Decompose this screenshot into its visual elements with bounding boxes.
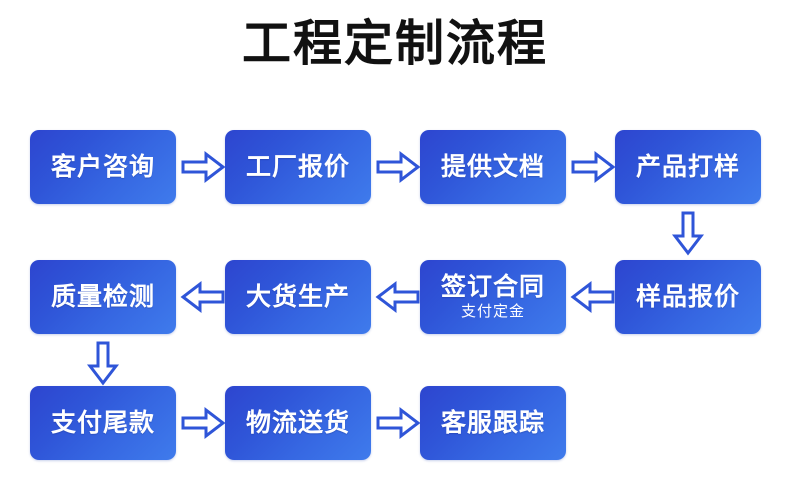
flow-row-3: 支付尾款 物流送货 客服跟踪: [0, 386, 790, 460]
node-logistics-delivery[interactable]: 物流送货: [225, 386, 371, 460]
node-customer-service[interactable]: 客服跟踪: [420, 386, 566, 460]
node-label-main: 产品打样: [635, 153, 740, 181]
node-label-main: 大货生产: [245, 283, 350, 311]
node-label-sub: 支付定金: [460, 302, 525, 320]
node-label-main: 客户咨询: [50, 153, 155, 181]
flow-row-1: 客户咨询 工厂报价 提供文档 产品打样: [0, 130, 790, 204]
node-pay-balance[interactable]: 支付尾款: [30, 386, 176, 460]
node-product-sampling[interactable]: 产品打样: [615, 130, 761, 204]
arrow-right-icon: [180, 406, 226, 440]
arrow-right-icon: [375, 406, 421, 440]
node-label-main: 质量检测: [50, 283, 155, 311]
node-label-main: 物流送货: [245, 409, 350, 437]
node-label-main: 支付尾款: [50, 409, 155, 437]
node-quality-inspection[interactable]: 质量检测: [30, 260, 176, 334]
node-sign-contract[interactable]: 签订合同 支付定金: [420, 260, 566, 334]
node-label-main: 样品报价: [635, 283, 740, 311]
node-label-main: 签订合同: [440, 272, 545, 301]
node-sample-quote[interactable]: 样品报价: [615, 260, 761, 334]
arrow-down-icon: [86, 340, 120, 386]
arrow-left-icon: [375, 280, 421, 314]
node-customer-inquiry[interactable]: 客户咨询: [30, 130, 176, 204]
node-label-main: 工厂报价: [245, 153, 350, 181]
node-factory-quote[interactable]: 工厂报价: [225, 130, 371, 204]
node-bulk-production[interactable]: 大货生产: [225, 260, 371, 334]
arrow-left-icon: [180, 280, 226, 314]
arrow-right-icon: [570, 150, 616, 184]
node-label-main: 提供文档: [440, 153, 545, 181]
flow-row-2: 质量检测 大货生产 签订合同 支付定金 样品报价: [0, 260, 790, 334]
node-provide-documents[interactable]: 提供文档: [420, 130, 566, 204]
arrow-right-icon: [180, 150, 226, 184]
arrow-right-icon: [375, 150, 421, 184]
arrow-down-icon: [671, 210, 705, 256]
node-label-main: 客服跟踪: [440, 409, 545, 437]
page-title: 工程定制流程: [241, 17, 548, 71]
arrow-left-icon: [570, 280, 616, 314]
